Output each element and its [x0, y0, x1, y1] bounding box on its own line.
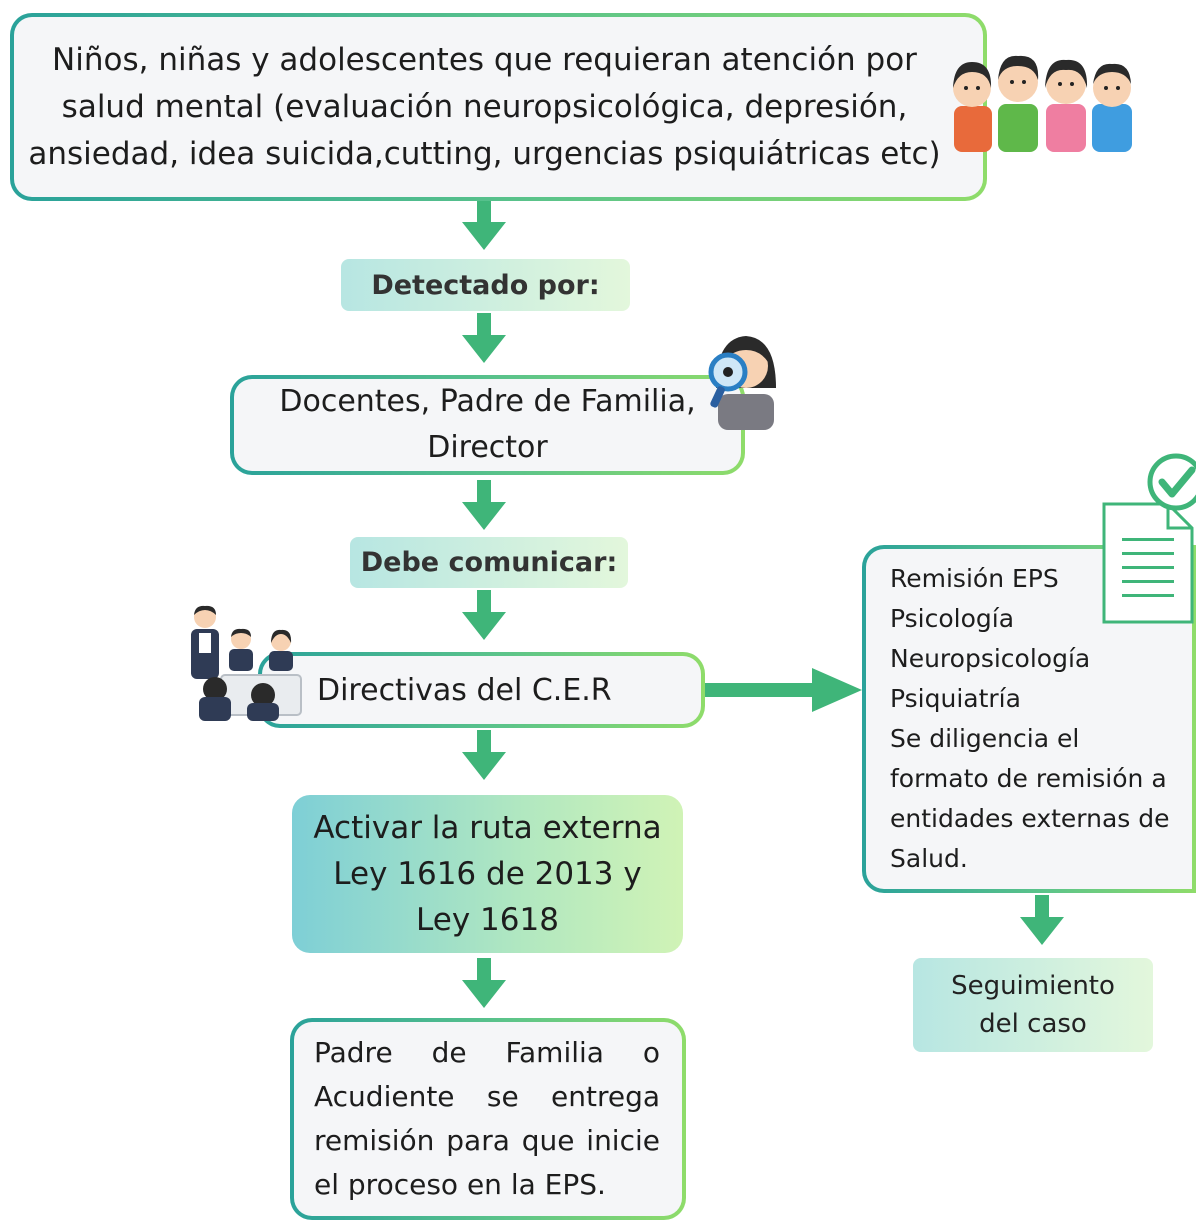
- top-box-line: Niños, niñas y adolescentes que requiera…: [52, 41, 917, 78]
- detectors-line: Docentes, Padre de Familia,: [279, 384, 696, 419]
- children-group-icon: [953, 55, 1132, 152]
- parent-line: remisión para que inicie: [314, 1124, 660, 1157]
- arrow-communicate-to-directives: [462, 590, 506, 640]
- directives-box: Directivas del C.E.R: [258, 652, 705, 728]
- referral-line: formato de remisión a: [890, 764, 1167, 793]
- referral-line: Se diligencia el: [890, 724, 1080, 753]
- top-box-line: ansiedad, idea suicida,cutting, urgencia…: [28, 135, 941, 172]
- followup-line: Seguimiento: [951, 971, 1115, 1001]
- detectors-box: Docentes, Padre de Familia, Director: [230, 375, 745, 475]
- parent-line: el proceso en la EPS.: [314, 1168, 606, 1201]
- must-communicate-label: Debe comunicar:: [350, 537, 628, 588]
- arrow-top-to-detected: [462, 200, 506, 250]
- referral-line: Psiquiatría: [890, 684, 1021, 713]
- activate-route-box: Activar la ruta externa Ley 1616 de 2013…: [292, 795, 683, 953]
- detected-by-text: Detectado por:: [371, 269, 600, 301]
- document-check-icon: [1102, 453, 1196, 624]
- parent-box: Padre de Familia o Acudiente se entrega …: [290, 1018, 686, 1220]
- followup-label: Seguimiento del caso: [913, 958, 1153, 1052]
- activate-line: Ley 1616 de 2013 y: [333, 856, 642, 892]
- referral-line: Remisión EPS: [890, 564, 1059, 593]
- arrow-referral-to-followup: [1020, 895, 1064, 945]
- followup-line: del caso: [979, 1009, 1087, 1039]
- magnifier-person-icon: [708, 336, 776, 430]
- parent-line: Padre de Familia o: [314, 1036, 660, 1069]
- directives-text: Directivas del C.E.R: [317, 672, 612, 708]
- referral-line: entidades externas de: [890, 804, 1170, 833]
- detected-by-label: Detectado por:: [341, 259, 630, 311]
- must-communicate-text: Debe comunicar:: [360, 547, 618, 578]
- activate-line: Ley 1618: [416, 902, 559, 938]
- referral-line: Psicología: [890, 604, 1015, 633]
- arrow-detected-to-detectors: [462, 313, 506, 363]
- arrow-directives-to-referral: [705, 668, 862, 712]
- detectors-line: Director: [427, 430, 548, 465]
- meeting-people-icon: [191, 605, 302, 721]
- arrow-detectors-to-communicate: [462, 480, 506, 530]
- referral-line: Salud.: [890, 844, 968, 873]
- referral-line: Neuropsicología: [890, 644, 1091, 673]
- parent-line: Acudiente se entrega: [314, 1080, 660, 1113]
- top-box-line: salud mental (evaluación neuropsicológic…: [61, 88, 908, 125]
- activate-line: Activar la ruta externa: [313, 810, 662, 846]
- arrow-directives-to-activate: [462, 730, 506, 780]
- top-box: Niños, niñas y adolescentes que requiera…: [10, 13, 987, 201]
- arrow-activate-to-parent: [462, 958, 506, 1008]
